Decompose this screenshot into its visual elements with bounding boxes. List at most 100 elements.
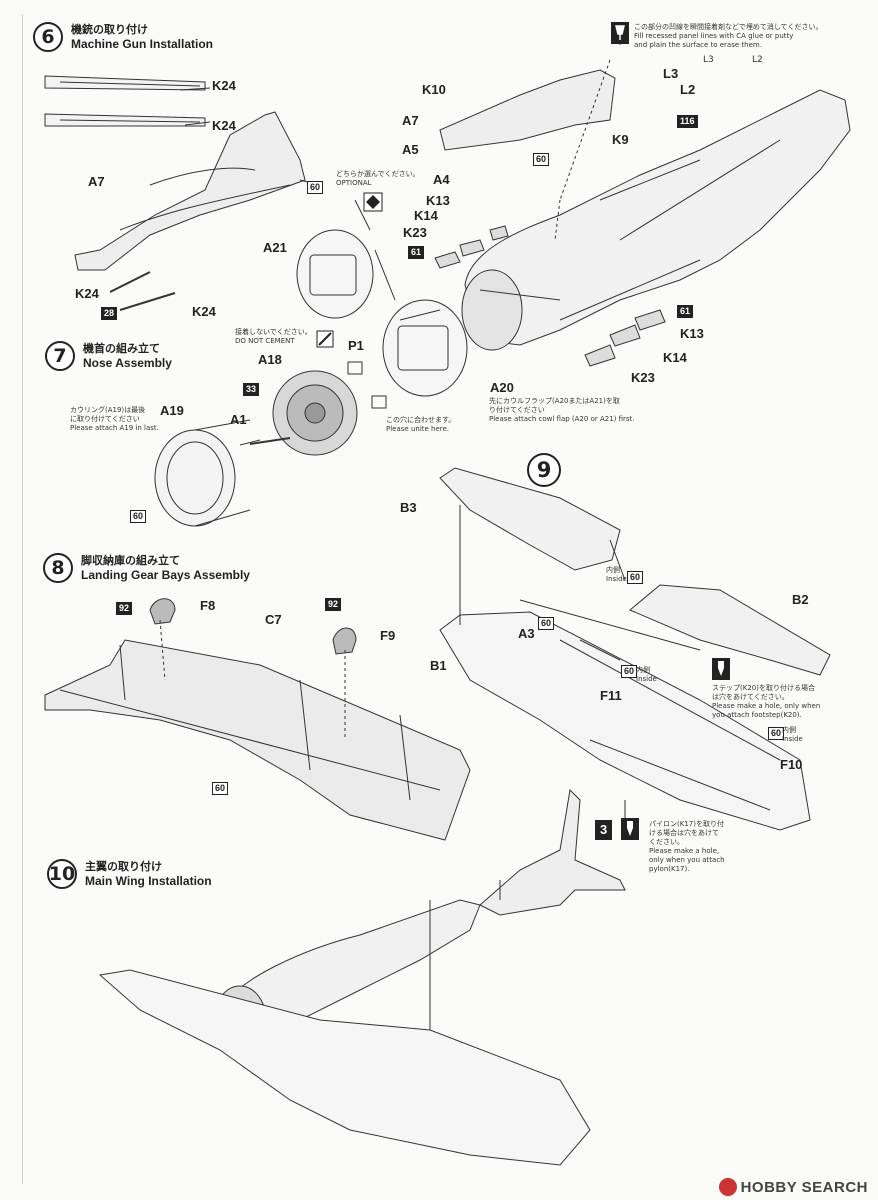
fill-lines-note: この部分の凹線を瞬間接着剤などで埋めて消してください。 Fill recesse…: [634, 23, 823, 49]
unite-here-note: この穴に合わせます。 Please unite here.: [386, 416, 456, 433]
watermark-logo-icon: [718, 1178, 737, 1196]
part-label-l3-small: L3: [703, 55, 714, 65]
color-badge-60: 60: [768, 727, 785, 740]
page-frame: [22, 14, 861, 1184]
color-badge-61: 61: [677, 305, 694, 318]
b3-wing-upper-drawing: [439, 467, 621, 571]
a21-cowl-flap-drawing: [296, 229, 374, 319]
step-number: 6: [33, 22, 63, 52]
part-label-k24: K24: [212, 118, 236, 133]
optional-choice-icon: [363, 192, 383, 212]
step-ref-badge-3: 3: [595, 820, 613, 840]
color-badge-92: 92: [116, 602, 133, 615]
glue-fill-icon: [611, 22, 629, 44]
no-cement-icon: [316, 330, 334, 348]
part-label-k9: K9: [612, 132, 629, 147]
color-badge-60: 60: [627, 571, 644, 584]
part-label-k14: K14: [663, 350, 687, 365]
part-label-l2-small: L2: [752, 55, 763, 65]
footstep-hole-note: ステップ(K20)を取り付ける場合 は穴をあけてください。 Please mak…: [712, 684, 821, 719]
fuselage-drawing: [464, 89, 851, 346]
part-label-b3: B3: [400, 500, 417, 515]
cowl-flap-note: 先にカウルフラップ(A20またはA21)を取 り付けてください Please a…: [489, 397, 635, 423]
watermark: HOBBY SEARCH: [718, 1178, 868, 1196]
part-label-a7: A7: [88, 174, 105, 189]
step-title-jp: 主翼の取り付け: [85, 860, 162, 873]
part-label-a18: A18: [258, 352, 282, 367]
step-title-jp: 機銃の取り付け: [71, 23, 148, 36]
part-label-l3: L3: [663, 66, 679, 81]
part-label-a19: A19: [160, 403, 184, 418]
drill-hole-icon: [621, 818, 639, 840]
color-badge-28: 28: [101, 307, 118, 320]
color-badge-60: 60: [307, 181, 324, 194]
part-label-k23: K23: [631, 370, 655, 385]
step-title-jp: 脚収納庫の組み立て: [81, 554, 180, 567]
part-label-k10: K10: [422, 82, 446, 97]
part-label-k23: K23: [403, 225, 427, 240]
inside-note: 内側 Inside: [636, 666, 657, 683]
attach-a19-last-note: カウリング(A19)は最後 に取り付けてください Please attach A…: [70, 406, 159, 432]
color-badge-60: 60: [621, 665, 638, 678]
drill-hole-icon: [712, 658, 730, 680]
step-6-header: 6 機銃の取り付け Machine Gun Installation: [33, 22, 213, 52]
part-label-b2: B2: [792, 592, 809, 607]
part-label-f10: F10: [780, 757, 803, 772]
step-number: 7: [45, 341, 75, 371]
a7-gun-cover-drawing: [74, 111, 306, 271]
part-label-k24: K24: [75, 286, 99, 301]
optional-note: どちらか選んでください。 OPTIONAL: [336, 170, 420, 187]
color-badge-60: 60: [533, 153, 550, 166]
inside-note: 内側 Inside: [606, 566, 627, 583]
part-label-f11: F11: [600, 688, 622, 703]
gun-barrel-top-drawing: [44, 75, 206, 91]
step-10-header: 10 主翼の取り付け Main Wing Installation: [47, 859, 212, 889]
part-label-a3: A3: [518, 626, 535, 641]
part-label-k13: K13: [426, 193, 450, 208]
step-9-header: 9: [527, 453, 561, 487]
part-label-f9: F9: [380, 628, 396, 643]
color-badge-60: 60: [212, 782, 229, 795]
color-badge-60: 60: [538, 617, 555, 630]
step-number: 10: [47, 859, 77, 889]
pylon-hole-note: パイロン(K17)を取り付 ける場合は穴をあけて ください。 Please ma…: [649, 820, 725, 873]
step-title-jp: 機首の組み立て: [83, 342, 160, 355]
part-label-k24: K24: [212, 78, 236, 93]
inside-note: 内側 Inside: [782, 726, 803, 743]
tail-section-drawing: [479, 788, 626, 916]
color-badge-92: 92: [325, 598, 342, 611]
part-label-c7: C7: [265, 612, 282, 627]
step-title-en: Machine Gun Installation: [71, 37, 214, 51]
part-label-a21: A21: [263, 240, 287, 255]
part-label-a20: A20: [490, 380, 514, 395]
color-badge-60: 60: [130, 510, 147, 523]
step-title-en: Nose Assembly: [83, 356, 172, 370]
step-number: 9: [527, 453, 561, 487]
b2-wing-right-drawing: [629, 584, 831, 676]
step-8-header: 8 脚収納庫の組み立て Landing Gear Bays Assembly: [43, 553, 250, 583]
part-label-k24: K24: [192, 304, 216, 319]
aircraft-wing-drawing: [98, 969, 591, 1166]
part-label-a1: A1: [230, 412, 247, 427]
part-label-a7: A7: [402, 113, 419, 128]
step-title-en: Main Wing Installation: [85, 874, 212, 888]
b1-wing-lower-drawing: [439, 611, 811, 831]
a20-cowl-flap-drawing: [382, 299, 468, 397]
color-badge-61: 61: [408, 246, 425, 259]
k13-k14-k23-brackets-drawing: [434, 225, 666, 367]
part-label-k13: K13: [680, 326, 704, 341]
part-label-f8: F8: [200, 598, 216, 613]
step-number: 8: [43, 553, 73, 583]
c7-gear-bay-drawing: [44, 639, 471, 841]
part-label-k14: K14: [414, 208, 438, 223]
gun-barrel-bottom-drawing: [44, 113, 206, 127]
color-badge-116: 116: [677, 115, 698, 128]
part-label-b1: B1: [430, 658, 447, 673]
part-label-p1: P1: [348, 338, 364, 353]
a7-upper-cover-drawing: [439, 69, 616, 151]
do-not-cement-note: 接着しないでください。 DO NOT CEMENT: [235, 328, 312, 345]
color-badge-33: 33: [243, 383, 260, 396]
part-label-l2: L2: [680, 82, 696, 97]
